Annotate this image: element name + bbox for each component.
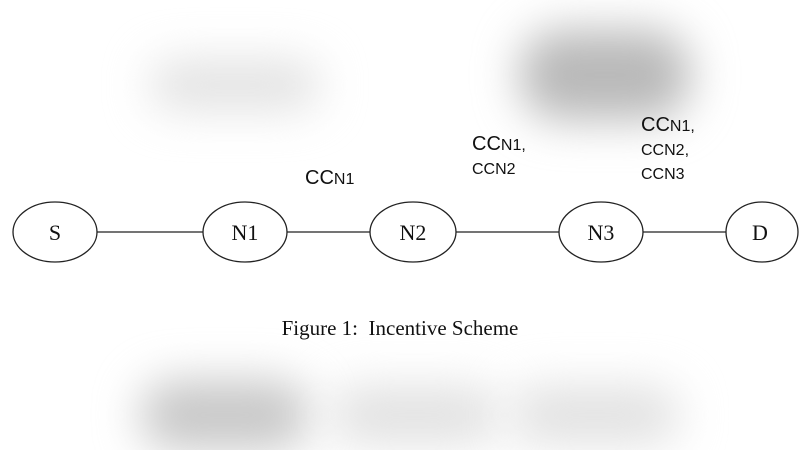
figure-caption: Figure 1: Incentive Scheme	[281, 316, 519, 340]
background-blur-bottom-left	[140, 380, 310, 450]
annotation-n3-d-prefix: CC	[641, 114, 670, 136]
node-s-label: S	[49, 220, 61, 245]
node-n3-label: N3	[588, 220, 615, 245]
node-s: S	[12, 201, 98, 263]
annotation-n2-n3-suffix: N1,	[501, 137, 526, 154]
annotation-n1-n2-suffix: N1	[334, 171, 355, 188]
annotation-n2-n3-prefix: CC	[472, 133, 501, 155]
annotation-n3-d-suffix: N1,	[670, 118, 695, 135]
node-n2: N2	[369, 201, 457, 263]
annotation-n1-n2-prefix: CC	[305, 167, 334, 189]
node-n1-label: N1	[232, 220, 259, 245]
annotation-n3-d-line2: CCN2,	[641, 142, 689, 159]
annotation-n3-d-line1: CCN1,	[641, 114, 695, 136]
node-d: D	[725, 201, 799, 263]
background-blur-top-right	[520, 30, 690, 120]
node-d-label: D	[752, 220, 768, 245]
node-n3: N3	[558, 201, 644, 263]
annotation-n3-d-line3: CCN3	[641, 166, 685, 183]
annotation-n1-n2: CCN1	[305, 167, 354, 189]
background-blur-bottom-center	[330, 385, 500, 445]
background-blur-top-left	[150, 60, 320, 110]
node-n1: N1	[202, 201, 288, 263]
background-blur-bottom-right	[510, 385, 680, 445]
annotation-n2-n3-line2: CCN2	[472, 161, 516, 178]
annotation-n2-n3-line1: CCN1,	[472, 133, 526, 155]
node-n2-label: N2	[400, 220, 427, 245]
